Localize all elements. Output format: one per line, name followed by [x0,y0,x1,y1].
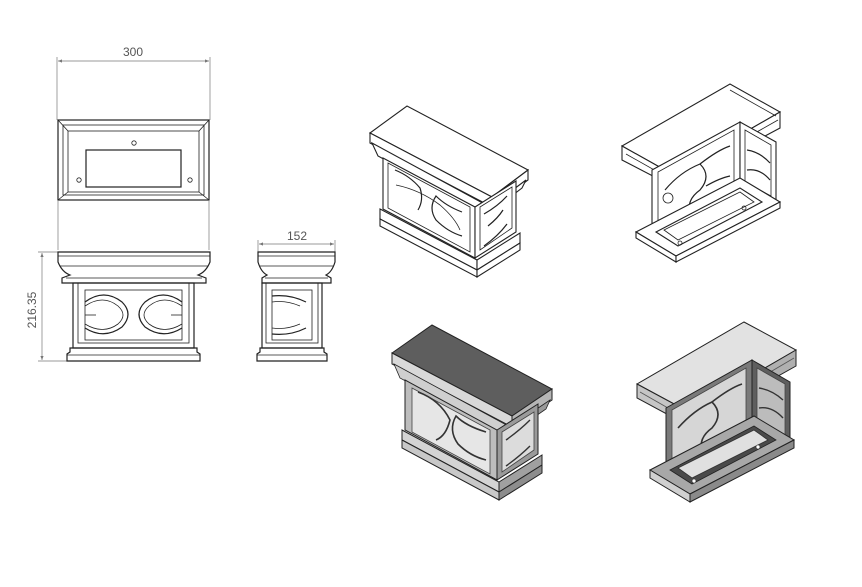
height-dimension-label: 216.35 [25,291,39,328]
side-view [256,251,336,362]
top-view [57,119,210,250]
width-dimension-label: 300 [123,45,143,59]
height-dimension: 216.35 [25,251,68,362]
depth-dimension: 152 [257,229,336,252]
iso-shaded-top [391,324,553,501]
iso-shaded-bottom [635,321,798,503]
iso-line-top [368,105,530,278]
width-dimension: 300 [56,45,211,120]
front-view [57,251,211,362]
depth-dimension-label: 152 [287,229,307,243]
iso-line-bottom [620,83,782,263]
